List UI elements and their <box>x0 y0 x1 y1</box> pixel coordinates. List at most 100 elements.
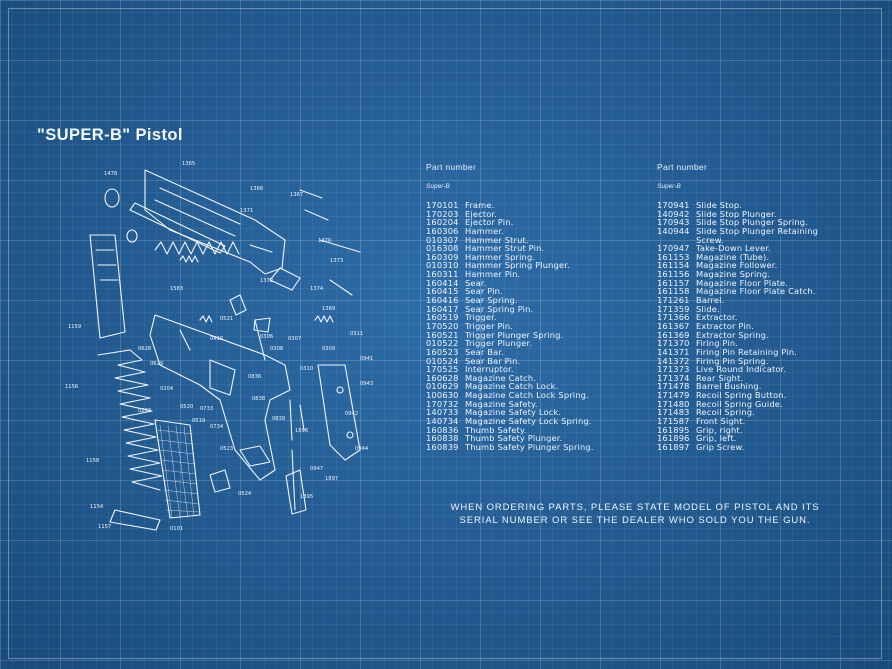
part-description: Firing Pin Spring. <box>696 355 769 366</box>
svg-text:0307: 0307 <box>288 336 301 342</box>
part-number: 160311 <box>426 269 459 280</box>
part-number: 160417 <box>426 303 459 314</box>
part-number: 160836 <box>426 424 459 435</box>
part-number: 160521 <box>426 329 459 340</box>
grip-right <box>317 364 361 461</box>
part-row: 160309 Hammer Spring. <box>426 253 594 262</box>
svg-text:1374: 1374 <box>310 286 324 292</box>
part-number: 161158 <box>657 286 690 297</box>
ordering-note-line1: WHEN ORDERING PARTS, PLEASE STATE MODEL … <box>450 502 820 513</box>
part-number: 010524 <box>426 355 459 366</box>
part-number: 160204 <box>426 217 459 228</box>
part-description: Sear Bar Pin. <box>465 355 521 366</box>
part-number: 161369 <box>657 329 690 340</box>
part-number: 161895 <box>657 424 690 435</box>
svg-text:1895: 1895 <box>300 494 313 500</box>
part-row: 141371 Firing Pin Retaining Pin. <box>657 348 818 357</box>
part-description: Firing Pin Retaining Pin. <box>696 346 798 357</box>
svg-text:1365: 1365 <box>182 161 195 167</box>
part-number: 160415 <box>426 286 459 297</box>
svg-text:1156: 1156 <box>65 384 78 390</box>
part-description: Sear Spring Pin. <box>465 303 534 314</box>
part-number: 171479 <box>657 390 690 401</box>
right-table-header: Part number <box>657 162 708 172</box>
part-description: Trigger Pin. <box>465 320 514 331</box>
part-number: 161156 <box>657 269 690 280</box>
part-description: Trigger Plunger Spring. <box>465 329 564 340</box>
part-number: 140942 <box>657 208 690 219</box>
part-number: 171480 <box>657 398 690 409</box>
part-description: Sear Bar. <box>465 346 504 357</box>
part-number: 170943 <box>657 217 690 228</box>
part-row: 141372 Firing Pin Spring. <box>657 355 818 366</box>
part-number: 171373 <box>657 364 690 375</box>
svg-text:0839: 0839 <box>272 416 285 422</box>
part-description: Hammer Spring. <box>465 251 536 262</box>
part-number: 010307 <box>426 234 459 245</box>
part-description: Trigger Plunger. <box>465 338 533 349</box>
part-number: 160523 <box>426 346 459 357</box>
svg-text:0310: 0310 <box>300 366 313 372</box>
part-number: 171374 <box>657 372 690 383</box>
svg-text:1372: 1372 <box>260 278 273 284</box>
part-number: 140733 <box>426 407 459 418</box>
part-number: 140944 <box>657 225 690 236</box>
part-description: Magazine (Tube). <box>696 251 770 262</box>
part-description: Hammer Strut. <box>465 234 529 245</box>
part-description: Hammer Pin. <box>465 269 521 280</box>
part-number: 161157 <box>657 277 690 288</box>
part-description: Grip Screw. <box>696 441 745 452</box>
part-description: Magazine Safety. <box>465 398 538 409</box>
part-number: 171366 <box>657 312 690 323</box>
part-number: 161897 <box>657 441 690 452</box>
part-row: 171587 Front Sight. <box>657 417 818 426</box>
part-description: Rear Sight. <box>696 372 744 383</box>
part-description: Front Sight. <box>696 416 746 427</box>
border-frame <box>8 8 882 659</box>
part-description: Screw. <box>696 234 724 245</box>
part-number: 160309 <box>426 251 459 262</box>
svg-text:0519: 0519 <box>192 418 205 424</box>
part-number: 170203 <box>426 208 459 219</box>
part-number: 171478 <box>657 381 690 392</box>
svg-text:0628: 0628 <box>138 346 151 352</box>
part-number: 170732 <box>426 398 459 409</box>
svg-text:1583: 1583 <box>170 286 183 292</box>
part-row: 140944 Slide Stop Plunger Retaining <box>657 227 818 236</box>
part-row: 160521 Trigger Plunger Spring. <box>426 329 594 340</box>
part-description: Slide Stop Plunger Retaining <box>696 225 819 236</box>
part-description: Interruptor. <box>465 364 514 375</box>
svg-text:0944: 0944 <box>355 446 369 452</box>
part-number: 160416 <box>426 295 459 306</box>
part-description: Firing Pin. <box>696 338 739 349</box>
part-row: 161897 Grip Screw. <box>657 443 818 452</box>
part-number: 016308 <box>426 243 459 254</box>
svg-text:1159: 1159 <box>68 324 81 330</box>
svg-text:0733: 0733 <box>200 406 213 412</box>
svg-text:0524: 0524 <box>238 491 252 497</box>
part-number: 161153 <box>657 251 690 262</box>
part-row: 170203 Ejector. <box>426 208 594 219</box>
part-number: 141372 <box>657 355 690 366</box>
part-number: 141371 <box>657 346 690 357</box>
part-description: Slide Stop. <box>696 200 743 210</box>
part-description: Slide Stop Plunger. <box>696 208 777 219</box>
grip-left <box>154 419 201 519</box>
part-number: 171587 <box>657 416 690 427</box>
part-description: Ejector. <box>465 208 498 219</box>
